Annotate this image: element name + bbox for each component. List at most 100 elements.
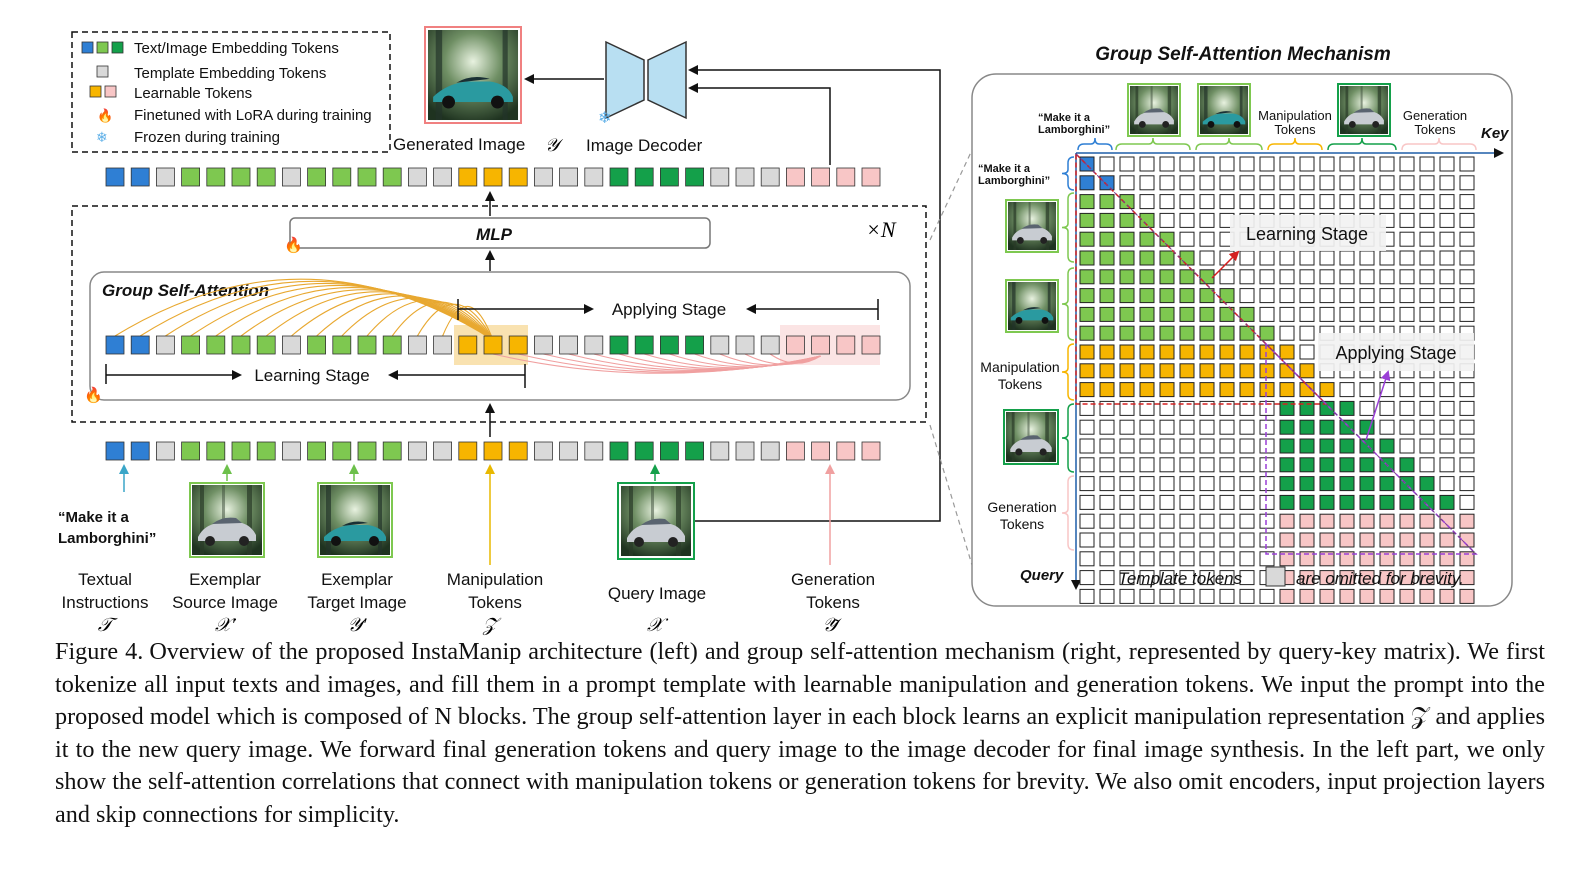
matrix-cell <box>1319 400 1335 416</box>
matrix-cell <box>1219 269 1235 285</box>
matrix-cell <box>1379 419 1395 435</box>
matrix-cell <box>1299 457 1315 473</box>
matrix-cell <box>1219 419 1235 435</box>
matrix-cell <box>1299 513 1315 529</box>
token <box>685 167 704 187</box>
matrix-cell <box>1239 570 1255 586</box>
token <box>811 441 830 461</box>
matrix-cell <box>1099 325 1115 341</box>
matrix-cell <box>1199 363 1215 379</box>
legend-text-image: Text/Image Embedding Tokens <box>134 40 339 57</box>
matrix-cell <box>1079 382 1095 398</box>
matrix-cell <box>1279 551 1295 567</box>
matrix-cell <box>1119 363 1135 379</box>
matrix-cell <box>1079 288 1095 304</box>
token <box>685 441 704 461</box>
token <box>105 167 125 187</box>
matrix-cell <box>1219 532 1235 548</box>
matrix-cell <box>1399 400 1415 416</box>
token <box>559 441 578 461</box>
matrix-cell <box>1239 288 1255 304</box>
key-images <box>1127 83 1391 137</box>
matrix-cell <box>1179 288 1195 304</box>
matrix-cell <box>1399 194 1415 210</box>
matrix-cell <box>1459 288 1475 304</box>
matrix-cell <box>1179 156 1195 172</box>
matrix-cell <box>1439 513 1455 529</box>
matrix-cell <box>1159 306 1175 322</box>
matrix-cell <box>1199 269 1215 285</box>
matrix-cell <box>1119 588 1135 604</box>
matrix-cell <box>1139 570 1155 586</box>
matrix-cell <box>1199 288 1215 304</box>
token <box>307 167 327 187</box>
matrix-cell <box>1299 476 1315 492</box>
token <box>685 335 704 355</box>
output-token-row <box>105 167 881 187</box>
token <box>710 335 730 355</box>
matrix-cell <box>1299 551 1315 567</box>
matrix-cell <box>1219 588 1235 604</box>
matrix-cell <box>1359 250 1375 266</box>
matrix-cell <box>1459 457 1475 473</box>
matrix-cell <box>1299 400 1315 416</box>
matrix-cell <box>1339 494 1355 510</box>
matrix-cell <box>1079 269 1095 285</box>
matrix-cell <box>1319 513 1335 529</box>
matrix-cell <box>1119 532 1135 548</box>
generated-image-symbol: 𝒴 <box>545 135 564 155</box>
figure-caption: Figure 4.Overview of the proposed InstaM… <box>55 636 1545 831</box>
token <box>710 441 730 461</box>
matrix-cell <box>1279 250 1295 266</box>
matrix-cell <box>1439 588 1455 604</box>
matrix-cell <box>1379 438 1395 454</box>
token <box>861 441 881 461</box>
query-quote-line1: “Make it a <box>978 163 1031 175</box>
matrix-cell <box>1219 494 1235 510</box>
input-symbol-1: 𝒯 <box>98 615 118 636</box>
matrix-cell <box>1259 513 1275 529</box>
matrix-cell <box>1419 494 1435 510</box>
token <box>407 441 427 461</box>
matrix-cell <box>1159 588 1175 604</box>
matrix-cell <box>1159 400 1175 416</box>
matrix-cell <box>1079 419 1095 435</box>
matrix-cell <box>1379 400 1395 416</box>
token <box>534 167 553 187</box>
matrix-cell <box>1079 400 1095 416</box>
query-brace <box>1061 403 1075 473</box>
matrix-cell <box>1419 419 1435 435</box>
mlp-label: MLP <box>476 225 513 244</box>
matrix-cell <box>1239 194 1255 210</box>
matrix-cell <box>1239 250 1255 266</box>
matrix-cell <box>1219 513 1235 529</box>
matrix-cell <box>1439 494 1455 510</box>
matrix-cell <box>1119 212 1135 228</box>
matrix-cell <box>1199 156 1215 172</box>
key-brace <box>1077 137 1113 151</box>
matrix-cell <box>1259 325 1275 341</box>
token <box>281 167 301 187</box>
token <box>534 441 553 461</box>
matrix-cell <box>1459 306 1475 322</box>
matrix-cell <box>1179 494 1195 510</box>
caption-text: Overview of the proposed InstaManip arch… <box>55 638 1545 828</box>
matrix-cell <box>1219 551 1235 567</box>
matrix-cell <box>1339 532 1355 548</box>
matrix-cell <box>1079 175 1095 191</box>
matrix-cell <box>1139 344 1155 360</box>
token <box>206 335 226 355</box>
query-manipulation-line1: Manipulation <box>980 359 1059 375</box>
matrix-cell <box>1379 156 1395 172</box>
matrix-cell <box>1259 494 1275 510</box>
matrix-cell <box>1159 194 1175 210</box>
query-generation-line1: Generation <box>987 499 1056 515</box>
matrix-cell <box>1179 194 1195 210</box>
matrix-cell <box>1219 288 1235 304</box>
matrix-cell <box>1259 438 1275 454</box>
footnote-gray-swatch <box>1265 566 1286 587</box>
attention-arc-manipulation <box>291 293 494 341</box>
matrix-cell <box>1459 532 1475 548</box>
matrix-cell <box>1119 306 1135 322</box>
attention-arc-manipulation <box>316 295 494 341</box>
